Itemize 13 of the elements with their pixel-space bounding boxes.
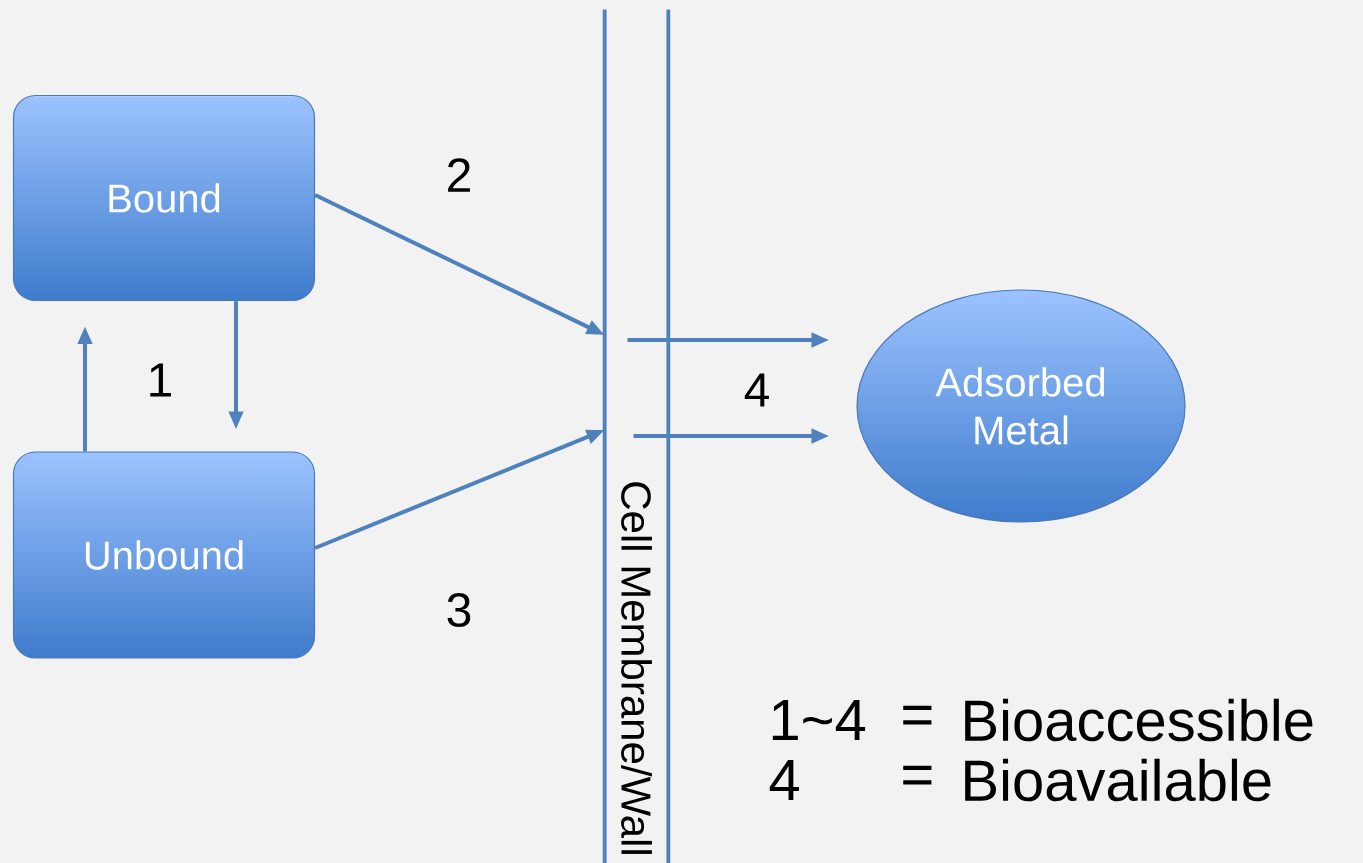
legend-text: 4: [769, 760, 799, 800]
process-box: Bound: [12, 94, 316, 302]
edge-label: 2: [448, 158, 470, 192]
legend-text: Bioaccessible: [965, 698, 1313, 742]
process-box: Unbound: [12, 451, 316, 659]
membrane-band: Cell Membrane/Wall: [602, 9, 671, 863]
edge-label: 4: [744, 373, 769, 407]
legend-text: Bioavailable: [965, 758, 1271, 802]
legend-text: =: [903, 705, 932, 725]
legend-text: 1~4: [772, 700, 866, 740]
edge-label: 1: [150, 363, 171, 397]
edge-label: 3: [447, 593, 471, 627]
legend-text: =: [903, 765, 932, 785]
